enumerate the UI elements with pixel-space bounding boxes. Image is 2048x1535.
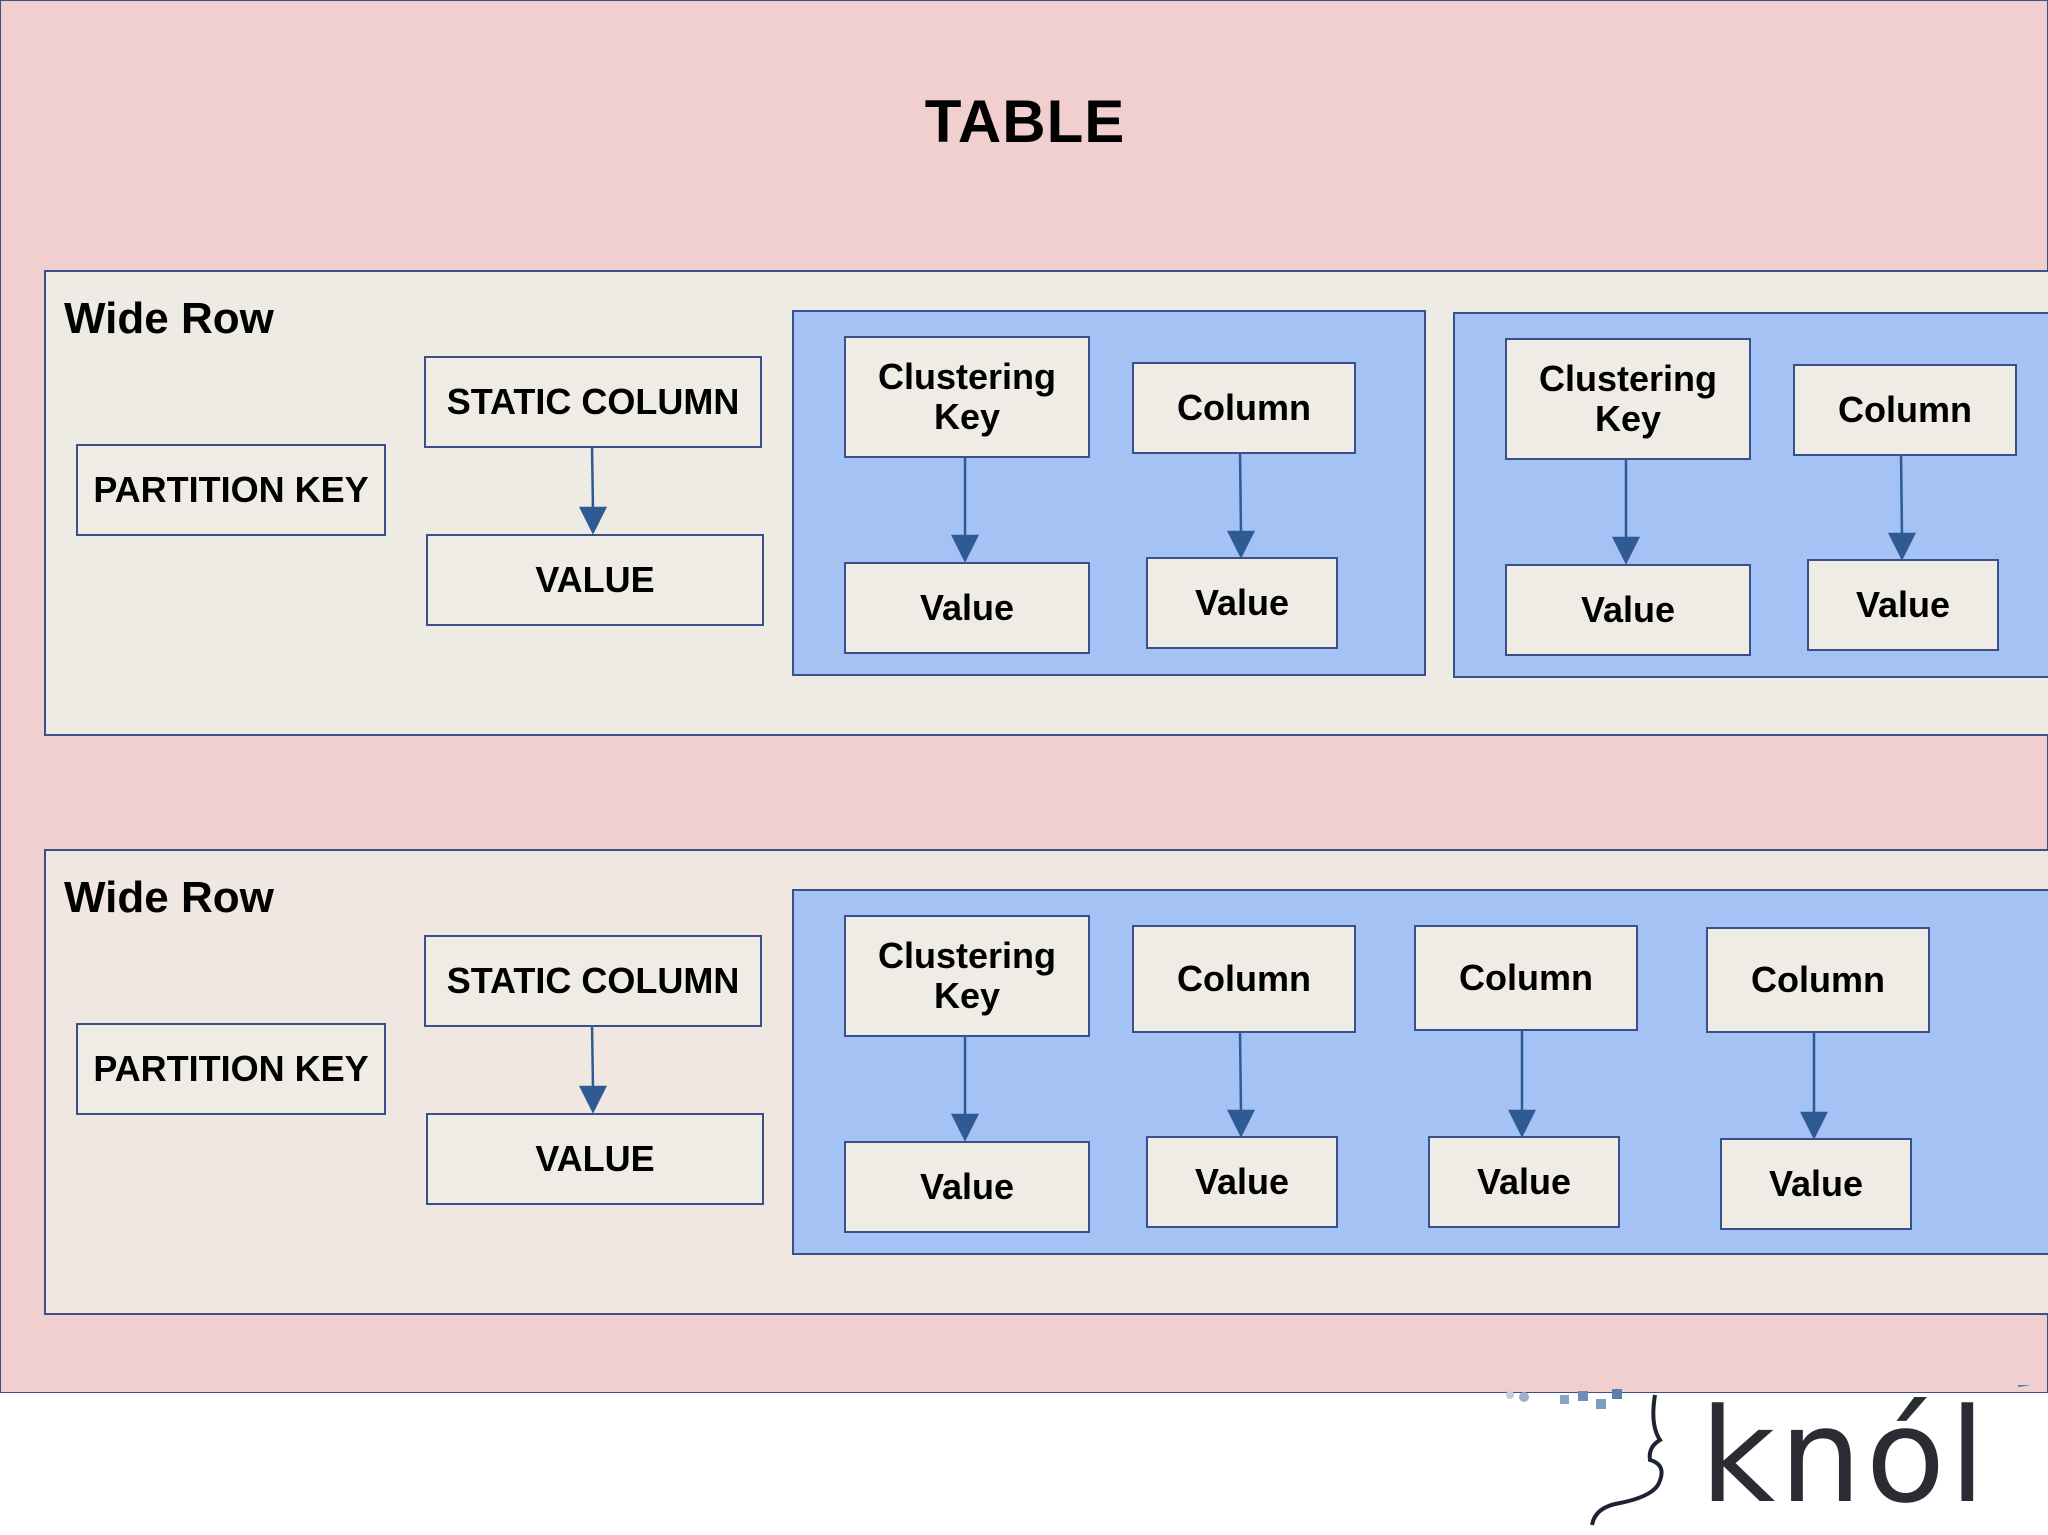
column-value-box: Value <box>1807 559 1999 651</box>
clustering-value-box: Value <box>844 1141 1090 1233</box>
static-value-label: VALUE <box>535 1138 655 1180</box>
partition-key-label: PARTITION KEY <box>93 1048 369 1090</box>
wide-row-2: Wide Row PARTITION KEY STATIC COLUMN VAL… <box>44 849 2048 1315</box>
column-label: Column <box>1838 389 1972 431</box>
wide-row-label: Wide Row <box>64 294 274 343</box>
partition-key-label: PARTITION KEY <box>93 469 369 511</box>
column-label: Column <box>1751 959 1885 1001</box>
table-title: TABLE <box>924 88 1126 155</box>
clustering-key-label: Clustering Key <box>877 356 1056 437</box>
column-value-box: Value <box>1720 1138 1912 1230</box>
knol-logo-graphic <box>1506 1385 2032 1526</box>
clustering-value-box: Value <box>844 562 1090 654</box>
partition-key-box: PARTITION KEY <box>76 1023 386 1115</box>
clustering-key-label: Clustering Key <box>877 935 1056 1016</box>
column-value-label: Value <box>1476 1161 1572 1203</box>
static-value-label: VALUE <box>535 559 655 601</box>
column-label: Column <box>1459 957 1593 999</box>
column-box: Column <box>1793 364 2017 456</box>
static-value-box: VALUE <box>426 534 764 626</box>
static-column-label: STATIC COLUMN <box>446 381 740 423</box>
column-value-box: Value <box>1428 1136 1620 1228</box>
clustering-key-box: Clustering Key <box>844 915 1090 1037</box>
clustering-value-label: Value <box>919 1166 1015 1208</box>
column-box: Column <box>1414 925 1638 1031</box>
static-column-box: STATIC COLUMN <box>424 935 762 1027</box>
column-value-box: Value <box>1146 557 1338 649</box>
column-value-label: Value <box>1194 582 1290 624</box>
wide-row-label: Wide Row <box>64 873 274 922</box>
partition-key-box: PARTITION KEY <box>76 444 386 536</box>
column-box: Column <box>1132 925 1356 1033</box>
column-label: Column <box>1177 387 1311 429</box>
static-value-box: VALUE <box>426 1113 764 1205</box>
clustering-value-label: Value <box>1580 589 1676 631</box>
clustering-key-box: Clustering Key <box>1505 338 1751 460</box>
column-value-box: Value <box>1146 1136 1338 1228</box>
column-value-label: Value <box>1855 584 1951 626</box>
clustering-value-box: Value <box>1505 564 1751 656</box>
wide-row-1: Wide Row PARTITION KEY STATIC COLUMN VAL… <box>44 270 2048 736</box>
column-value-label: Value <box>1768 1163 1864 1205</box>
column-box: Column <box>1132 362 1356 454</box>
column-box: Column <box>1706 927 1930 1033</box>
column-value-label: Value <box>1194 1161 1290 1203</box>
column-label: Column <box>1177 958 1311 1000</box>
clustering-key-label: Clustering Key <box>1538 358 1717 439</box>
static-column-label: STATIC COLUMN <box>446 960 740 1002</box>
clustering-value-label: Value <box>919 587 1015 629</box>
clustering-key-box: Clustering Key <box>844 336 1090 458</box>
knol-logo-text: knól <box>1700 1380 1990 1532</box>
static-column-box: STATIC COLUMN <box>424 356 762 448</box>
